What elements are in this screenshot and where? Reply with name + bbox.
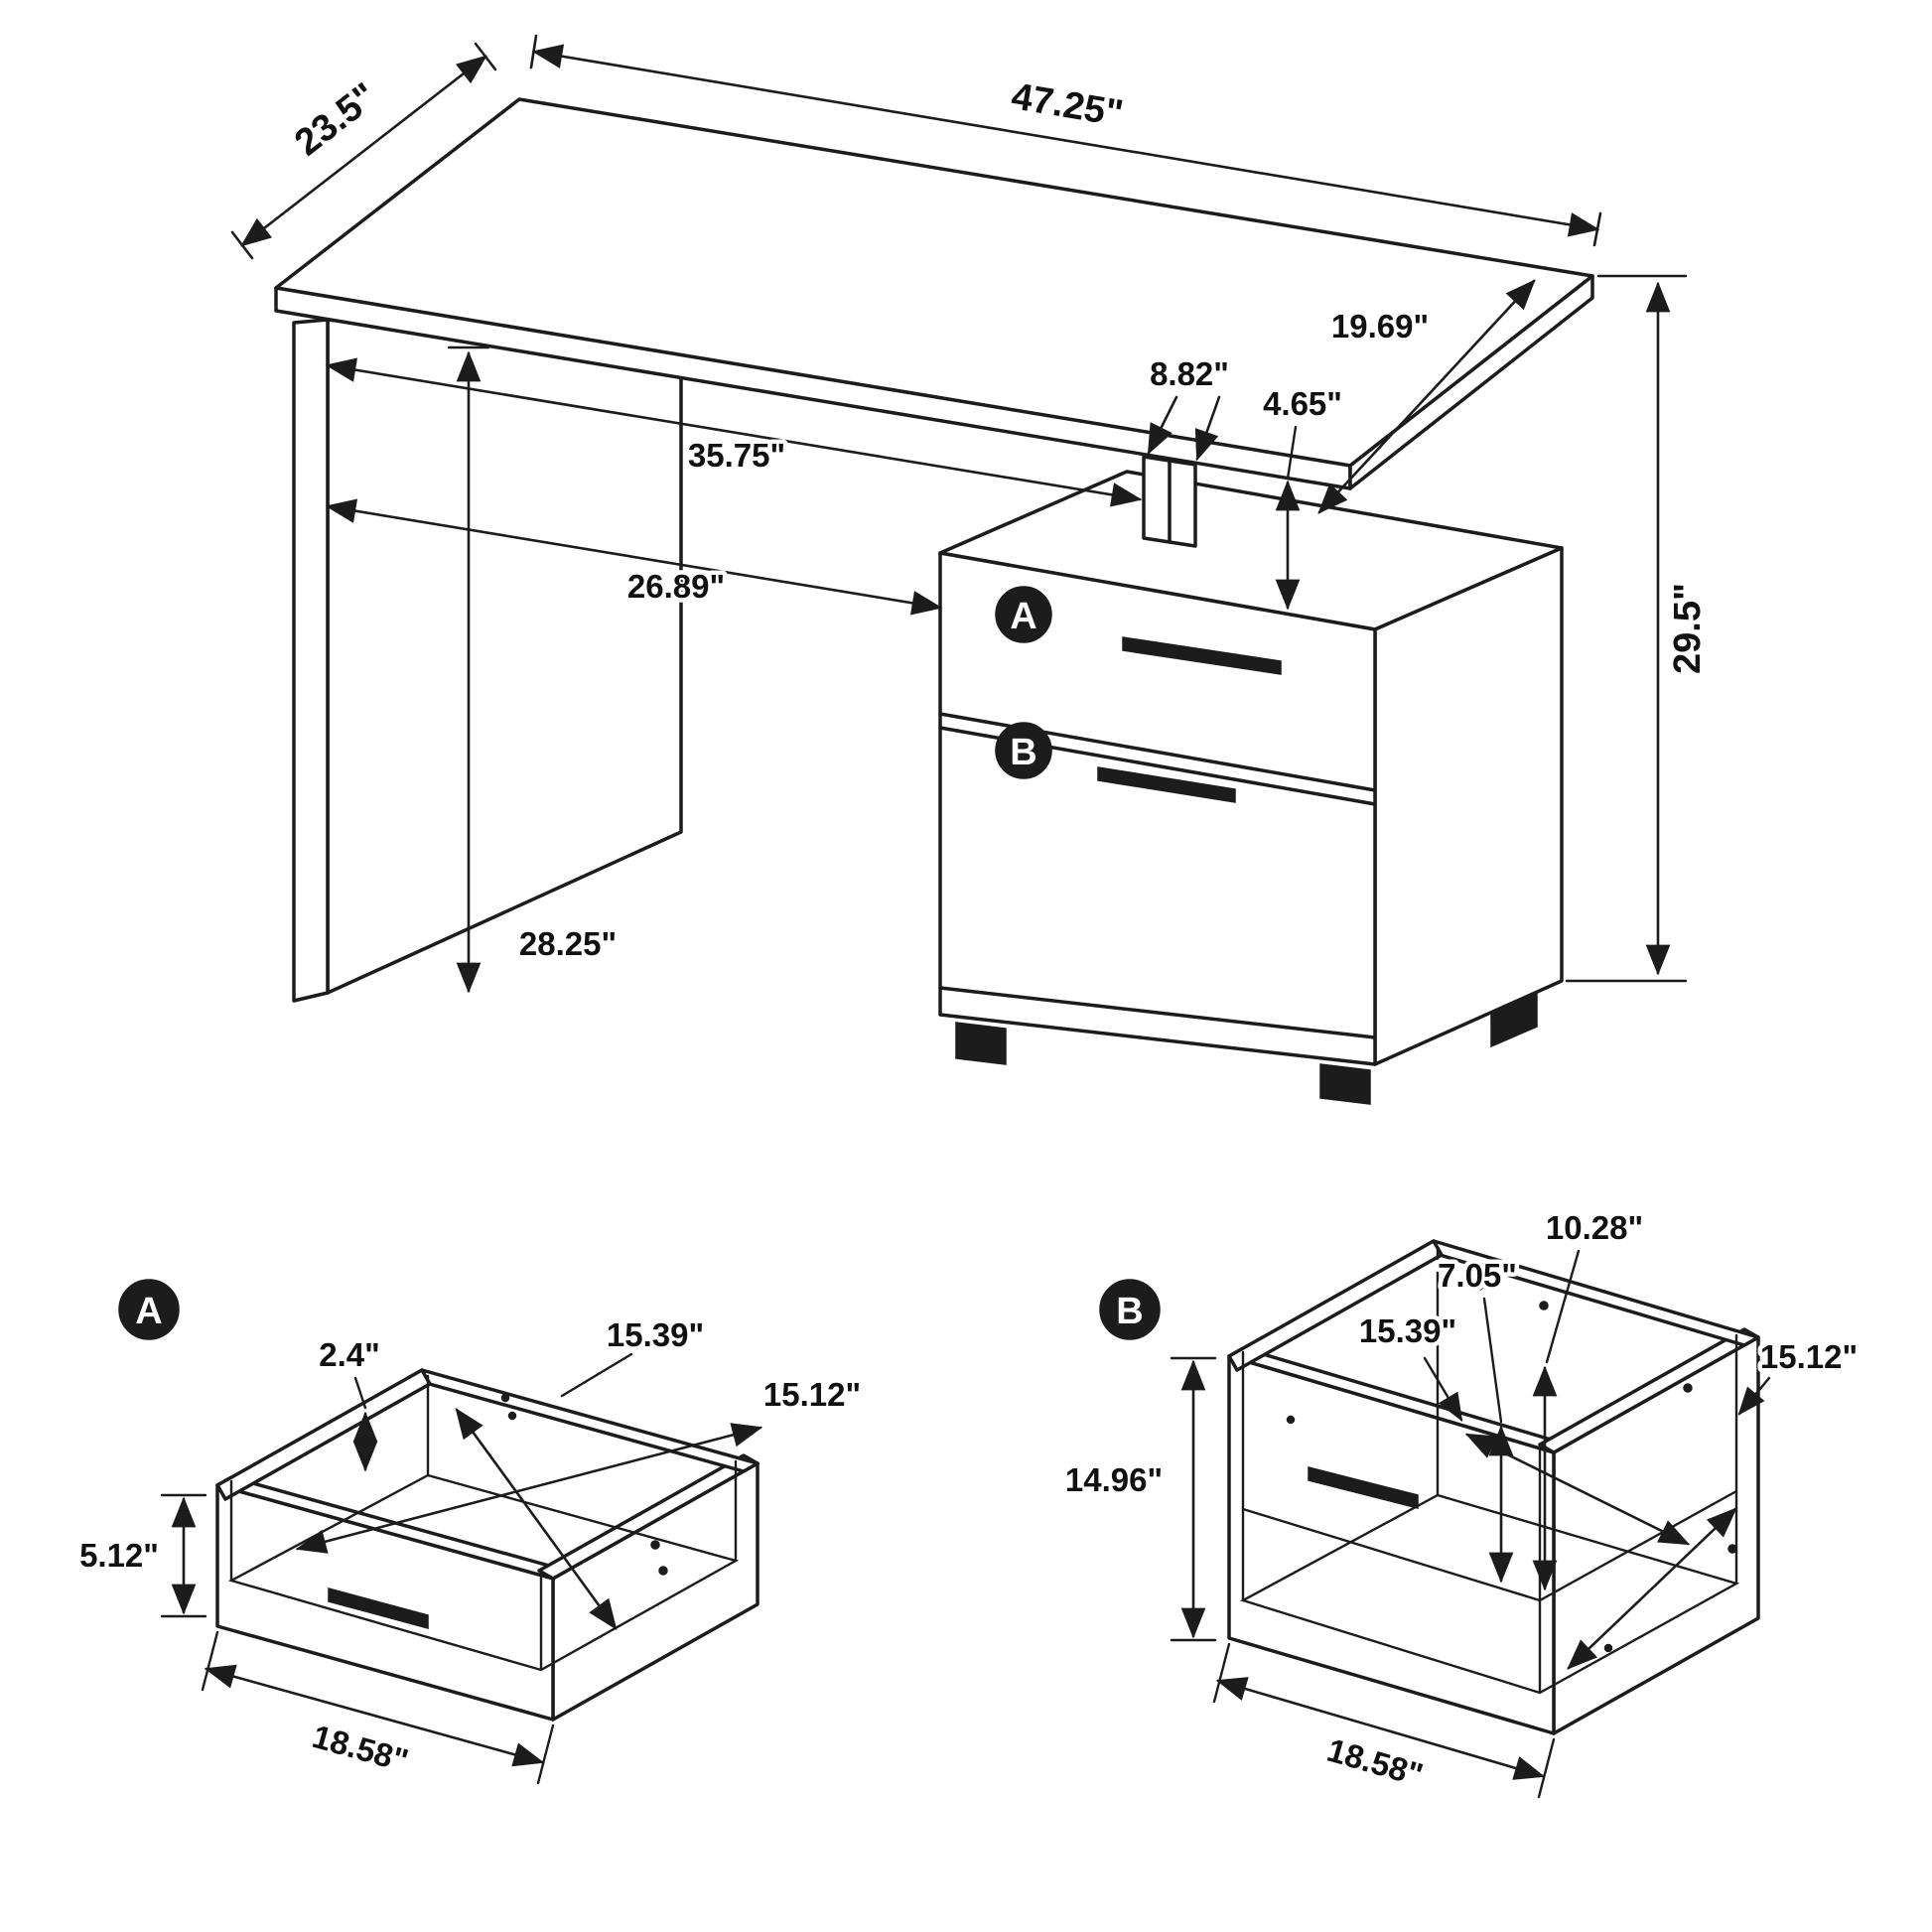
drawer-b-screw-dot [1539,1301,1549,1311]
drawer-a-screw-dot [500,1393,510,1403]
drawer-b-detail: B [1060,1205,1863,1799]
dim-label-a-frontwidth: 18.58" [309,1718,413,1779]
dim-label-leg-height: 28.25" [519,925,617,962]
dim-ext-b-frontwidth [1212,1642,1231,1704]
dim-label-b-width: 15.12" [1760,1338,1858,1375]
drawer-b-screw-dot [1474,1281,1484,1291]
drawer-a-title-badge: A [118,1279,180,1340]
dim-label-top-gap: 4.65" [1263,385,1342,422]
drawer-a-handle [1122,636,1282,675]
dim-label-b-front-height: 14.96" [1065,1461,1163,1498]
dim-line-a-width [295,1423,763,1554]
dim-leader-a-lip [353,1376,367,1410]
drawer-a-handle [328,1587,429,1629]
dim-line-b-frontwidth [1215,1677,1546,1780]
dim-ext-top-gap [1286,425,1298,481]
dim-line-cabinet-depth [1317,279,1536,514]
dim-leader-b-back [1545,1249,1581,1364]
dim-label-overall-height: 29.5" [1667,583,1709,674]
dim-label-a-lip: 2.4" [319,1336,380,1373]
drawer-a-badge-circle [995,586,1052,643]
dim-leader-b-width [1737,1376,1771,1416]
drawer-a-badge-letter: A [1010,596,1036,637]
dim-tick [1592,211,1602,247]
dim-line-top-depth [240,55,487,247]
dim-ext-b-frontwidth [1537,1737,1556,1799]
cabinet-foot-front-left [955,1022,1007,1065]
drawer-b-title-badge: B [1099,1279,1161,1340]
dim-label-b-rail: 7.05" [1438,1257,1517,1294]
drawer-a-screw-dot [650,1540,660,1550]
drawer-b-title-letter: B [1116,1291,1143,1332]
drawer-b-front-panel [1227,1354,1556,1735]
drawer-a-detail: A 5.12" [75,1279,866,1785]
dim-label-panel-to-support: 35.75" [688,437,785,474]
drawer-b-badge-letter: B [1010,732,1036,773]
drawer-b-screw-dot [1286,1415,1296,1425]
desk-isometric-view: A B 23.5" [230,34,1714,1105]
drawer-a-screw-dot [658,1566,668,1576]
dim-label-cabinet-depth: 19.69" [1331,308,1429,345]
dim-label-a-depth: 15.39" [607,1316,704,1353]
drawer-a-dimensions: 5.12" 2.4" 15.39" 15.12" 18.58" [75,1312,866,1785]
dim-line-top-width [531,44,1600,237]
drawer-a-back-top-strip [406,1368,759,1473]
dim-label-a-width: 15.12" [763,1376,861,1413]
desk-left-leg-panel [292,318,683,1003]
dim-label-a-front-height: 5.12" [79,1537,159,1574]
dim-line-knee-clearance [325,498,943,616]
cabinet-front-face [938,551,1377,1066]
cabinet-door-bottom-line [938,986,1377,1039]
drawer-b-left-top-strip [1227,1239,1444,1372]
dim-label-top-width: 47.25" [1009,75,1126,135]
drawer-a-left-top-strip [215,1368,432,1501]
dim-label-b-back: 10.28" [1546,1209,1643,1246]
dim-label-knee-clearance: 26.89" [627,568,725,605]
dim-tick [474,42,497,71]
drawer-a-title-circle [118,1279,180,1340]
drawer-a-box [215,1368,759,1722]
drawer-a-badge: A [995,586,1052,643]
cabinet-side-face [1373,546,1564,1066]
drawer-b-dimensions: 14.96" 15.39" 7.05" 10.28" 15.12" 18.58" [1060,1205,1863,1799]
drawer-b-file-rail [1241,1507,1542,1602]
leg-panel-side-face [326,318,683,995]
dim-line-b-width [1567,1507,1737,1670]
drawer-a-screw-dot [507,1411,517,1421]
drawer-b-handle [1097,766,1236,803]
desk-cabinet: A B [938,470,1564,1105]
drawer-b-title-circle [1099,1279,1161,1340]
drawer-b-box [1227,1239,1760,1735]
dim-leader-support-left [1147,395,1178,456]
drawer-b-screw-dot [1683,1383,1693,1393]
drawer-b-badge-circle [995,722,1052,779]
desktop-support-bracket [1142,455,1197,548]
drawer-b-screw-dot [1603,1643,1613,1653]
dim-line-a-frontwidth [204,1664,545,1767]
cabinet-foot-front-right [1319,1063,1371,1105]
dim-label-top-depth: 23.5" [287,75,384,165]
dim-tick [230,230,254,260]
dim-leader-a-depth [560,1352,633,1398]
dim-leader-b-rail [1482,1297,1503,1424]
dim-label-b-frontwidth: 18.58" [1323,1731,1428,1794]
leg-panel-front-edge [292,318,330,1003]
dim-leader-b-depth [1423,1356,1463,1422]
drawer-a-title-letter: A [135,1291,162,1332]
dim-ext-a-frontwidth [536,1724,555,1785]
dim-label-support-width: 8.82" [1150,355,1229,392]
drawer-b-screw-dot [1727,1544,1737,1554]
drawer-b-badge: B [995,722,1052,779]
dim-ext-a-frontwidth [201,1630,219,1692]
cabinet-foot-back-right [1490,991,1538,1048]
drawer-b-handle [1308,1466,1419,1509]
drawer-a-right-wall [551,1461,759,1722]
dim-leader-support-right [1194,395,1221,462]
dim-tick [529,34,538,69]
dim-label-b-depth: 15.39" [1359,1312,1456,1349]
